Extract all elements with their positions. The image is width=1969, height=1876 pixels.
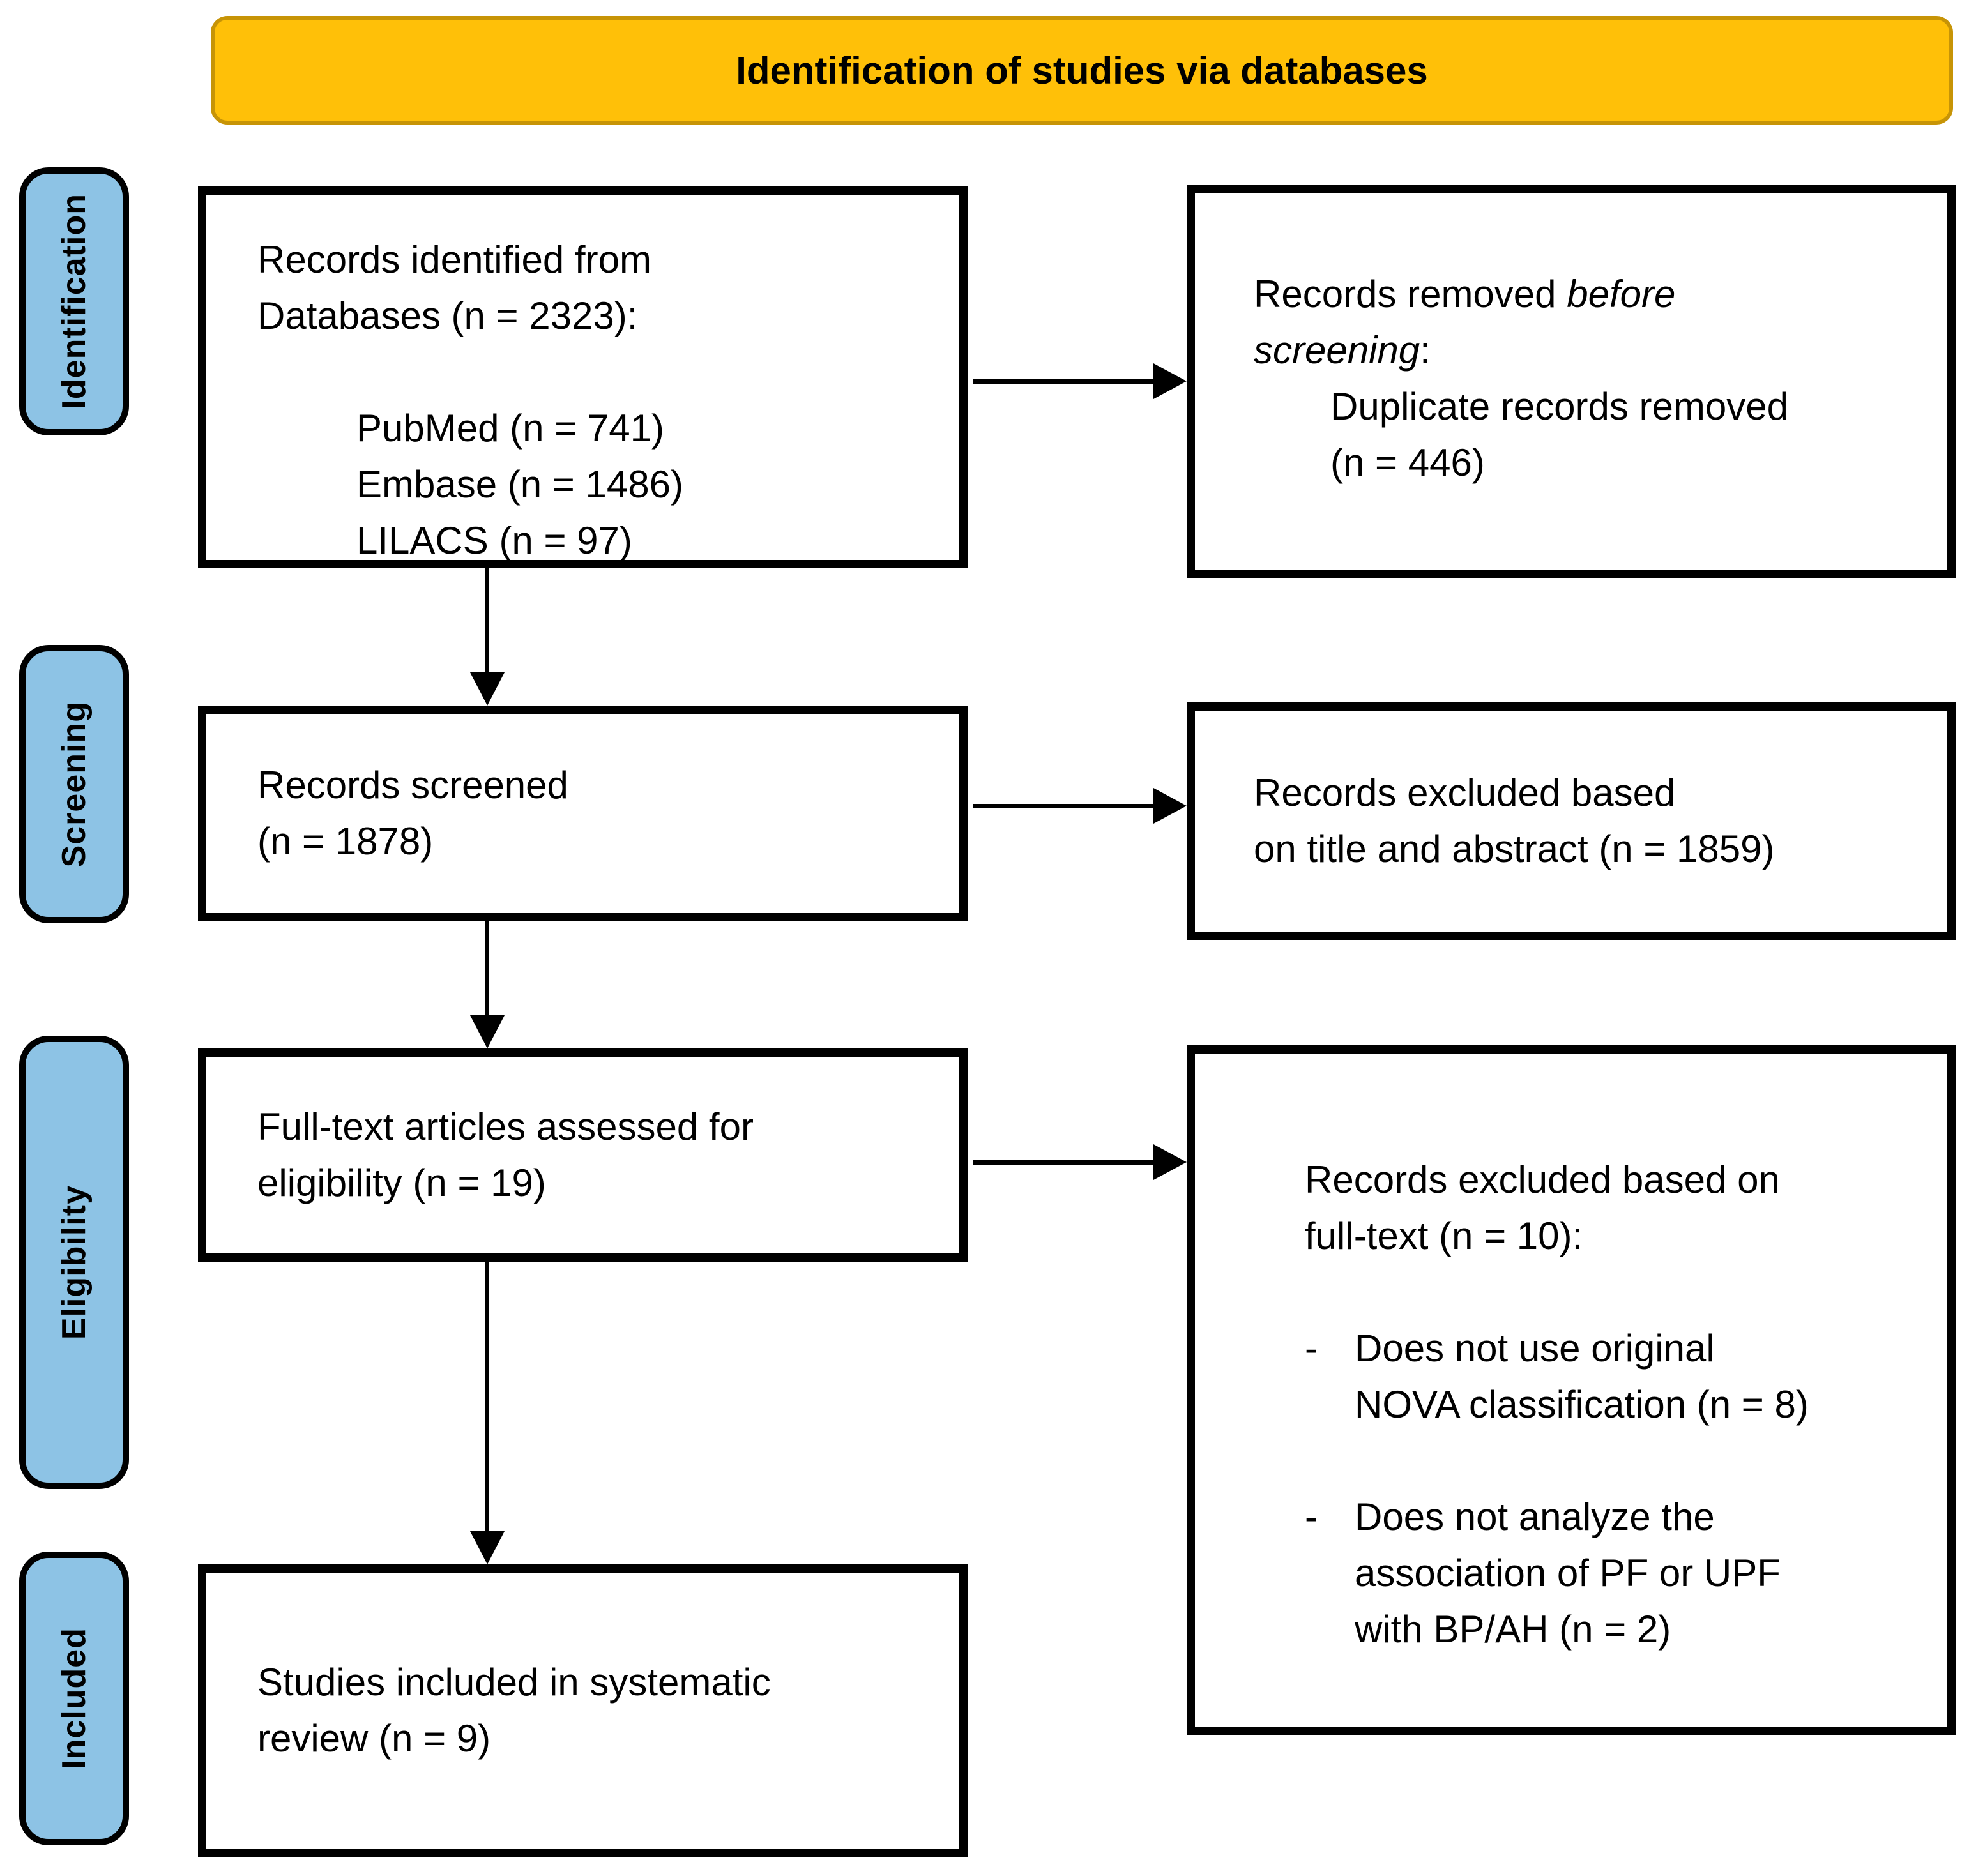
records-removed-prefix: Records removed bbox=[1254, 273, 1567, 315]
exclusion-reason-2-line1: Does not analyze the bbox=[1355, 1495, 1715, 1538]
exclusion-reason-2-text: Does not analyze the association of PF o… bbox=[1355, 1489, 1781, 1658]
stage-eligibility: Eligibility bbox=[19, 1036, 129, 1489]
exclusion-reason-1-text: Does not use original NOVA classificatio… bbox=[1355, 1320, 1809, 1433]
arrowhead-identified-to-screened bbox=[470, 672, 505, 706]
arrowhead-screened-to-excluded bbox=[1153, 788, 1187, 824]
records-removed-line1: Records removed before bbox=[1254, 266, 1928, 322]
records-removed-line2: screening: bbox=[1254, 322, 1928, 379]
duplicates-removed-line2: (n = 446) bbox=[1330, 441, 1485, 484]
stage-included: Included bbox=[19, 1552, 129, 1845]
exclusion-reason-2-line3: with BP/AH (n = 2) bbox=[1355, 1608, 1671, 1651]
header-banner: Identification of studies via databases bbox=[211, 16, 1953, 125]
exclusion-reason-2: - Does not analyze the association of PF… bbox=[1305, 1489, 1922, 1658]
records-screened-line2: (n = 1878) bbox=[257, 820, 434, 863]
box-records-identified: Records identified from Databases (n = 2… bbox=[198, 186, 968, 568]
arrowhead-fulltext-to-excluded bbox=[1153, 1144, 1187, 1180]
arrowhead-screened-to-fulltext bbox=[470, 1015, 505, 1048]
arrow-identified-to-removed bbox=[973, 379, 1159, 384]
records-identified-line1: Records identified from bbox=[257, 238, 651, 281]
arrow-screened-to-excluded bbox=[973, 804, 1159, 808]
records-screened-line1: Records screened bbox=[257, 764, 568, 806]
studies-included-line1: Studies included in systematic bbox=[257, 1661, 771, 1704]
records-removed-before: before bbox=[1567, 273, 1676, 315]
header-title: Identification of studies via databases bbox=[736, 49, 1428, 92]
spacer bbox=[1305, 1433, 1922, 1489]
box-records-removed: Records removed before screening: Duplic… bbox=[1187, 185, 1956, 578]
box-excluded-fulltext: Records excluded based on full-text (n =… bbox=[1187, 1045, 1956, 1735]
exclusion-reason-1-line1: Does not use original bbox=[1355, 1327, 1715, 1370]
records-identified-line2: Databases (n = 2323): bbox=[257, 294, 638, 337]
bullet-dash: - bbox=[1305, 1495, 1318, 1538]
stage-identification-label: Identification bbox=[56, 193, 93, 409]
box-records-screened: Records screened (n = 1878) bbox=[198, 706, 968, 921]
records-identified-sources: PubMed (n = 741) Embase (n = 1486) LILAC… bbox=[356, 400, 940, 569]
stage-identification: Identification bbox=[19, 167, 129, 435]
spacer bbox=[257, 344, 940, 400]
arrow-identified-to-screened bbox=[485, 568, 489, 677]
stage-included-label: Included bbox=[56, 1628, 93, 1769]
excluded-fulltext-line1: Records excluded based on bbox=[1305, 1158, 1780, 1201]
records-removed-screening: screening bbox=[1254, 329, 1420, 372]
spacer bbox=[1305, 1264, 1922, 1320]
duplicates-removed-line1: Duplicate records removed bbox=[1330, 385, 1788, 428]
bullet-dash: - bbox=[1305, 1327, 1318, 1370]
records-removed-colon: : bbox=[1420, 329, 1431, 372]
excluded-fulltext-line2: full-text (n = 10): bbox=[1305, 1214, 1583, 1257]
exclusion-reason-2-line2: association of PF or UPF bbox=[1355, 1552, 1781, 1594]
arrow-fulltext-to-excluded bbox=[973, 1160, 1159, 1165]
arrow-screened-to-fulltext bbox=[485, 921, 489, 1020]
stage-screening: Screening bbox=[19, 645, 129, 923]
arrowhead-identified-to-removed bbox=[1153, 363, 1187, 399]
excluded-title-abstract-line1: Records excluded based bbox=[1254, 771, 1676, 814]
arrow-fulltext-to-included bbox=[485, 1262, 489, 1535]
exclusion-reason-1-line2: NOVA classification (n = 8) bbox=[1355, 1383, 1809, 1426]
stage-eligibility-label: Eligibility bbox=[56, 1184, 93, 1340]
box-studies-included: Studies included in systematic review (n… bbox=[198, 1564, 968, 1857]
records-removed-detail: Duplicate records removed (n = 446) bbox=[1330, 379, 1928, 491]
fulltext-assessed-line1: Full-text articles assessed for bbox=[257, 1105, 754, 1148]
arrowhead-fulltext-to-included bbox=[470, 1531, 505, 1564]
source-lilacs: LILACS (n = 97) bbox=[356, 519, 632, 562]
box-excluded-title-abstract: Records excluded based on title and abst… bbox=[1187, 702, 1956, 940]
source-embase: Embase (n = 1486) bbox=[356, 463, 683, 506]
studies-included-line2: review (n = 9) bbox=[257, 1717, 491, 1760]
excluded-title-abstract-line2: on title and abstract (n = 1859) bbox=[1254, 828, 1775, 870]
stage-screening-label: Screening bbox=[56, 700, 93, 868]
source-pubmed: PubMed (n = 741) bbox=[356, 407, 664, 450]
fulltext-assessed-line2: eligibility (n = 19) bbox=[257, 1161, 546, 1204]
exclusion-reason-1: - Does not use original NOVA classificat… bbox=[1305, 1320, 1922, 1433]
box-fulltext-assessed: Full-text articles assessed for eligibil… bbox=[198, 1048, 968, 1262]
